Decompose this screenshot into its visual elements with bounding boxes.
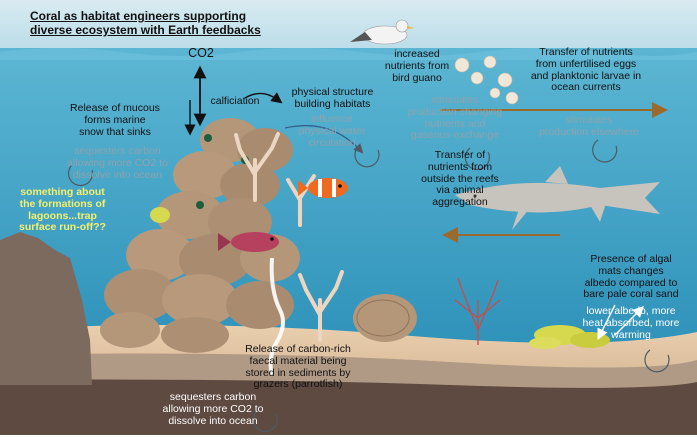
sequesters-bottom-label: sequesters carbon allowing more CO2 to d… [148, 392, 278, 427]
calcification-label: calficiation [200, 96, 270, 108]
co2-label: CO2 [186, 46, 216, 60]
transfer-outside-label: Transfer of nutrients from outside the r… [410, 150, 510, 209]
sequesters-top-label: sequesters carbon allowing more CO2 to d… [55, 146, 180, 181]
diagram-title: Coral as habitat engineers supporting di… [30, 10, 261, 38]
algal-mats-label: Presence of algal mats changes albedo co… [572, 254, 690, 301]
lagoons-label: something about the formations of lagoon… [10, 187, 115, 234]
stimulates-elsewhere-label: stimulates production elsewhere [524, 115, 654, 139]
bird-guano-label: increased nutrients from bird guano [372, 49, 462, 84]
stimulates-production-label: stimulates production changing nutrients… [396, 95, 514, 142]
influence-water-label: influence physical water circulation [282, 114, 382, 149]
transfer-eggs-label: Transfer of nutrients from unfertilised … [516, 47, 656, 94]
faecal-label: Release of carbon-rich faecal material b… [228, 344, 368, 391]
mucous-label: Release of mucous forms marine snow that… [55, 103, 175, 138]
physical-structure-label: physical structure building habitats [280, 87, 385, 111]
lower-albedo-label: lower albedo, more heat absorbed, more w… [572, 306, 690, 341]
